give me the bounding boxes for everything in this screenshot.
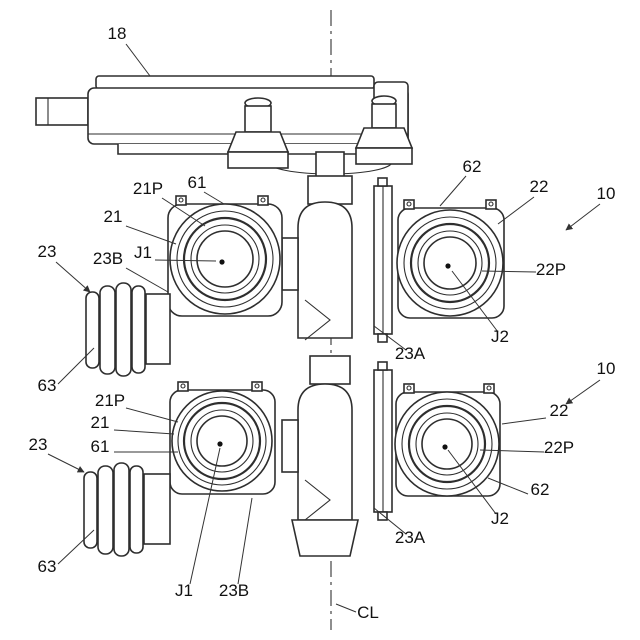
label-61-lower: 61	[91, 437, 110, 456]
label-21-upper: 21	[104, 207, 123, 226]
label-23-upper: 23	[38, 242, 57, 261]
leader-line	[501, 417, 547, 425]
manifold-column-lower	[281, 355, 359, 557]
housing-lid	[95, 75, 375, 90]
label-22-upper: 22	[530, 177, 549, 196]
label-22p-upper: 22P	[536, 260, 566, 279]
label-centerline: CL	[357, 603, 379, 622]
port-21-upper	[167, 195, 283, 317]
leader-line	[154, 259, 217, 262]
manifold-column-upper	[281, 151, 353, 341]
leader-line-arrow	[47, 453, 85, 473]
port-ring-21P-upper	[182, 216, 268, 302]
fitting-collar	[143, 473, 171, 545]
point-J2-upper	[445, 263, 451, 269]
housing-shaft	[35, 97, 89, 126]
leader-line	[57, 529, 95, 565]
point-J1-lower	[217, 441, 223, 447]
leader-line	[203, 191, 225, 205]
leader-line	[113, 429, 175, 435]
label-23a-upper: 23A	[395, 344, 426, 363]
hose-fitting-lower	[83, 462, 171, 557]
label-18: 18	[108, 24, 127, 43]
leader-line	[479, 449, 545, 453]
leader-line	[439, 175, 467, 207]
leader-line	[125, 225, 177, 245]
hose-fitting-upper	[85, 282, 171, 377]
callout-labels: 18 21P 61 62 22 10 21 23 23B J1 22P J2 2…	[29, 24, 616, 622]
leader-line	[57, 347, 95, 385]
fitting-collar	[145, 293, 171, 365]
leader-line	[161, 197, 206, 227]
label-10-lower: 10	[597, 359, 616, 378]
label-22-lower: 22	[550, 401, 569, 420]
leader-line	[373, 325, 407, 351]
label-10-upper: 10	[597, 184, 616, 203]
label-22p-lower: 22P	[544, 438, 574, 457]
valve-stem-left	[226, 97, 290, 169]
leader-line	[237, 497, 253, 585]
leader-line	[481, 270, 537, 273]
label-21p-lower: 21P	[95, 391, 125, 410]
column-chevron-lower	[304, 479, 331, 521]
leader-line	[125, 43, 151, 77]
label-62-upper: 62	[463, 157, 482, 176]
port-ring-22P-upper	[409, 222, 491, 304]
label-23b-lower: 23B	[219, 581, 249, 600]
label-j2-lower: J2	[491, 509, 509, 528]
leader-line-arrow	[565, 203, 601, 231]
flange-plate-upper	[373, 177, 393, 343]
label-j1-lower: J1	[175, 581, 193, 600]
label-63-upper: 63	[38, 376, 57, 395]
label-61-upper: 61	[188, 173, 207, 192]
flange-plate-lower	[373, 361, 393, 521]
leader-line-arrow	[565, 379, 601, 405]
label-j2-upper: J2	[491, 327, 509, 346]
column-base-skirt	[291, 519, 359, 557]
port-22-lower	[394, 383, 501, 497]
column-chevron-upper	[304, 299, 331, 341]
label-j1-upper: J1	[134, 243, 152, 262]
port-22-upper	[396, 199, 505, 319]
leader-line	[451, 270, 499, 333]
leader-line	[189, 447, 221, 585]
port-ring-22P-lower	[407, 404, 487, 484]
point-J2-lower	[442, 444, 448, 450]
label-23a-lower: 23A	[395, 528, 426, 547]
leader-lines	[47, 43, 601, 613]
port-21-lower	[169, 381, 276, 495]
leader-line-arrow	[55, 261, 91, 293]
leader-line	[373, 507, 407, 535]
leader-line	[125, 407, 179, 423]
leader-line	[497, 196, 535, 225]
leader-line	[125, 267, 169, 293]
leader-line	[447, 449, 497, 515]
label-21p-upper: 21P	[133, 179, 163, 198]
valve-stem-right	[354, 95, 414, 165]
label-21-lower: 21	[91, 413, 110, 432]
port-ring-21P-lower	[182, 401, 262, 481]
label-62-lower: 62	[531, 480, 550, 499]
actuator-housing	[35, 75, 409, 175]
leader-line	[335, 603, 357, 613]
leader-line	[487, 477, 529, 495]
point-J1-upper	[219, 259, 225, 265]
label-63-lower: 63	[38, 557, 57, 576]
label-23-lower: 23	[29, 435, 48, 454]
label-23b-upper: 23B	[93, 249, 123, 268]
